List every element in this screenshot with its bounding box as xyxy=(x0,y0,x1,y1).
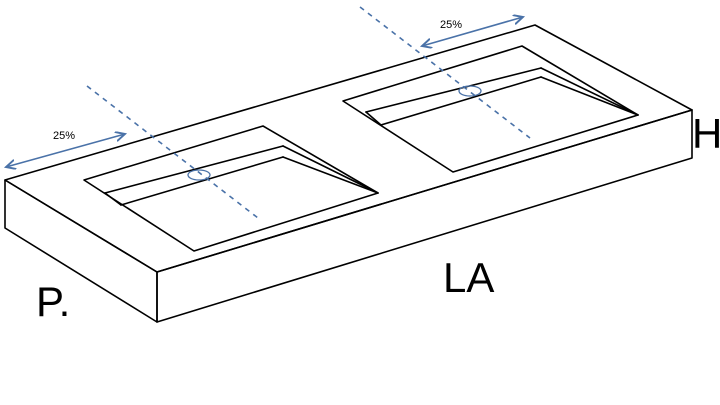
right-basin-drain-channel-front xyxy=(380,76,542,126)
left-drain-icon xyxy=(187,169,211,181)
right-basin-back-wall xyxy=(365,67,542,113)
right-basin-slope-line xyxy=(540,67,639,116)
right-basin xyxy=(342,45,639,173)
left-basin-drain-channel-back xyxy=(104,192,122,206)
right-drain-icon xyxy=(458,85,482,97)
right-basin-drain-channel-back xyxy=(365,111,382,126)
left-basin-slope-line-lower xyxy=(282,156,379,194)
left-basin-back-wall xyxy=(104,145,284,194)
left-dimension-arrow xyxy=(6,134,125,167)
left-basin-drain-channel-front xyxy=(120,156,284,206)
left-drain-axis xyxy=(86,85,259,219)
slab-top-face xyxy=(4,24,693,273)
right-basin-rim xyxy=(342,45,639,173)
left-basin xyxy=(83,125,379,252)
left-percent-label: 25% xyxy=(53,130,75,142)
length-label: LA xyxy=(443,254,494,301)
height-label: H xyxy=(692,110,720,157)
right-percent-label: 25% xyxy=(440,19,462,31)
countertop-slab xyxy=(4,24,693,323)
right-basin-slope-line-lower xyxy=(540,76,639,116)
slab-side-face xyxy=(156,109,693,323)
right-dimension-arrow xyxy=(422,17,523,46)
depth-label: P. xyxy=(36,278,70,325)
left-basin-slope-line xyxy=(282,145,379,194)
